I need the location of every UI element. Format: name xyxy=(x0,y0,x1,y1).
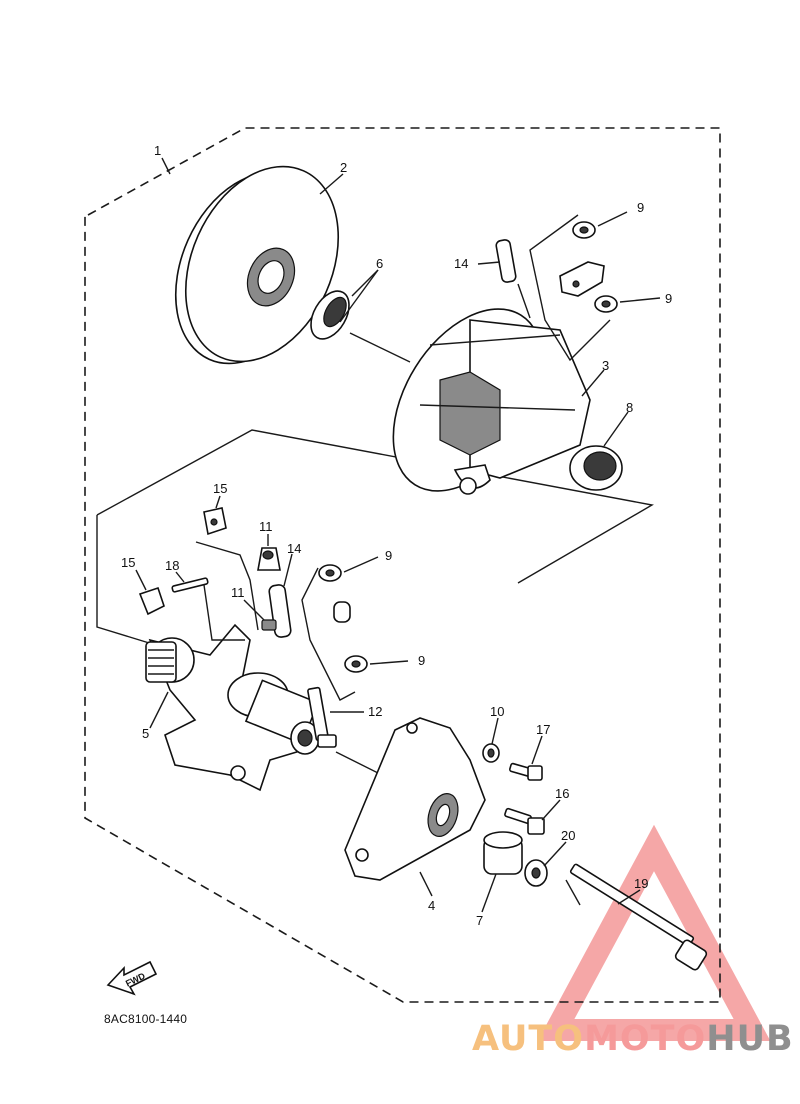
spider xyxy=(145,623,322,792)
spring-pin xyxy=(171,577,209,593)
callout-leaders xyxy=(135,157,661,913)
watermark-logo-icon xyxy=(537,824,771,1041)
callout-4: 4 xyxy=(428,898,435,913)
callout-9-d: 9 xyxy=(418,653,425,668)
slider-upper xyxy=(203,507,227,536)
roller-arm-upper xyxy=(559,261,605,297)
washer-upper-2 xyxy=(594,295,618,313)
sheave-cap xyxy=(344,717,486,881)
washer-middle-2 xyxy=(344,655,368,673)
callout-15-b: 15 xyxy=(121,555,135,570)
callout-3: 3 xyxy=(602,358,609,373)
callout-17: 17 xyxy=(536,722,550,737)
washer-middle-1 xyxy=(318,564,342,582)
spider-threaded-shaft xyxy=(145,641,177,683)
callout-10: 10 xyxy=(490,704,504,719)
set-screw xyxy=(261,619,277,631)
watermark-part-moto: MOTO xyxy=(584,1019,707,1059)
callout-numbers: 1 2 6 9 14 9 3 8 15 11 14 9 15 18 11 9 1… xyxy=(121,143,672,928)
callout-1: 1 xyxy=(154,143,161,158)
movable-sheave-bushing xyxy=(569,445,623,491)
callout-9-c: 9 xyxy=(385,548,392,563)
callout-7: 7 xyxy=(476,913,483,928)
watermark-part-auto: AUTO xyxy=(472,1019,585,1059)
fixed-sheave xyxy=(174,165,340,365)
callout-6: 6 xyxy=(376,256,383,271)
callout-9-b: 9 xyxy=(665,291,672,306)
callout-16: 16 xyxy=(555,786,569,801)
subassembly-outline-upper xyxy=(96,429,654,584)
cap xyxy=(257,547,281,571)
callout-11: 11 xyxy=(231,585,245,600)
watermark-text: AUTOMOTOHUB xyxy=(472,1022,794,1057)
assembly-dashed-outline xyxy=(84,127,721,1003)
collar-middle xyxy=(333,601,351,623)
weight-pin-upper xyxy=(495,239,517,283)
subassembly-outline-lower xyxy=(96,515,173,651)
callout-19: 19 xyxy=(634,876,648,891)
callout-18: 18 xyxy=(165,558,179,573)
callout-20: 20 xyxy=(561,828,575,843)
movable-sheave xyxy=(392,308,591,495)
callout-14-b: 14 xyxy=(287,541,301,556)
callout-2: 2 xyxy=(340,160,347,175)
fwd-arrow-icon: FWD xyxy=(106,960,158,996)
callout-5: 5 xyxy=(142,726,149,741)
bolt-17 xyxy=(508,762,543,781)
watermark-part-hub: HUB xyxy=(706,1019,794,1059)
sheave-bushing xyxy=(310,290,350,340)
long-bolt-19 xyxy=(565,863,708,971)
callout-9-a: 9 xyxy=(637,200,644,215)
slider-left xyxy=(138,586,165,616)
callout-15-a: 15 xyxy=(213,481,227,496)
callout-8: 8 xyxy=(626,400,633,415)
washer-10 xyxy=(482,743,500,763)
bolt-16 xyxy=(504,807,545,835)
callout-13: 11 xyxy=(259,519,273,534)
washer-20 xyxy=(524,859,548,887)
callout-14-a: 14 xyxy=(454,256,468,271)
collar xyxy=(483,831,523,875)
callout-12: 12 xyxy=(368,704,382,719)
diagram-code: 8AC8100-1440 xyxy=(104,1012,188,1026)
bolt-middle xyxy=(307,686,337,748)
washer-upper-1 xyxy=(572,221,596,239)
